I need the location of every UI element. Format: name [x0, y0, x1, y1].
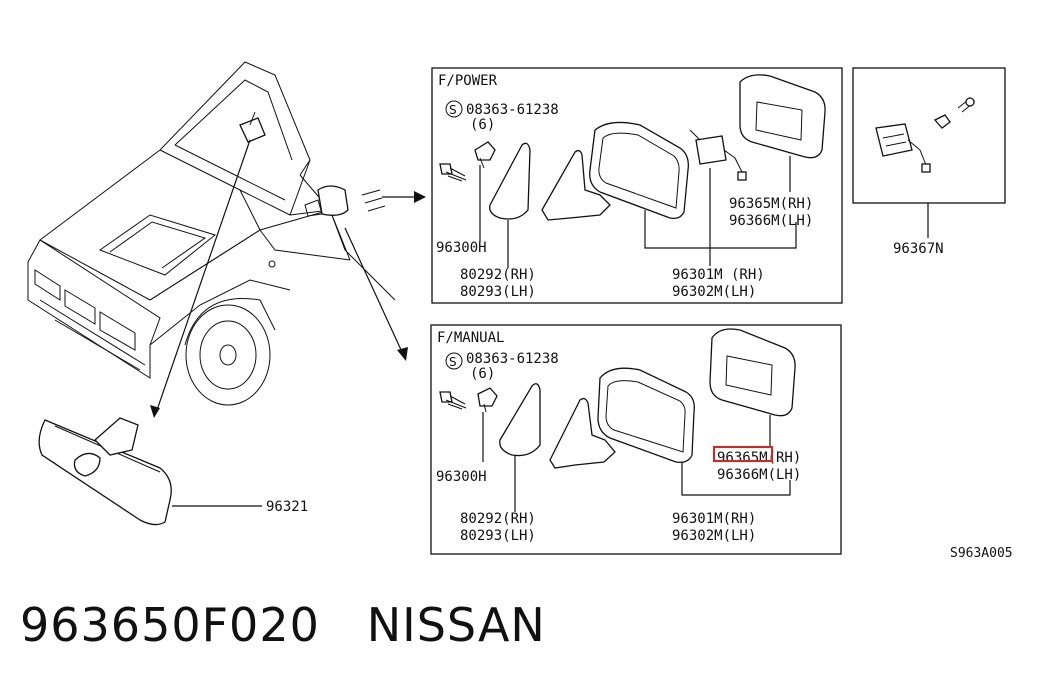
- power-cover-lh: 80293(LH): [460, 284, 536, 300]
- pointer-arrows: [150, 139, 426, 418]
- manual-mirror-panel: [430, 324, 842, 555]
- power-screw-quantity: (6): [470, 117, 495, 133]
- power-mirror-body-icon: [589, 121, 689, 220]
- power-actuator-icon: [695, 135, 727, 165]
- power-mirror-rh: 96301M (RH): [672, 267, 765, 283]
- brand-name: NISSAN: [366, 598, 546, 652]
- power-screw-icon: [439, 163, 467, 182]
- power-cover-icon: [489, 142, 531, 220]
- highlight-box: [713, 446, 773, 462]
- manual-cover-lh: 80293(LH): [460, 528, 536, 544]
- manual-cover-rh: 80292(RH): [460, 511, 536, 527]
- actuator-panel: [852, 67, 1006, 204]
- part-caption: 963650F020 NISSAN: [20, 598, 546, 652]
- part-number: 963650F020: [20, 598, 320, 652]
- manual-mirror-body-icon: [597, 367, 695, 463]
- actuator-part-number: 96367N: [893, 241, 944, 257]
- inner-mirror-illustration: [38, 417, 262, 526]
- svg-text:S: S: [449, 103, 457, 117]
- power-clip-part-number: 96300H: [436, 240, 487, 256]
- manual-screw-quantity: (6): [470, 366, 495, 382]
- manual-screw-icon: [439, 391, 467, 410]
- manual-panel-title: F/MANUAL: [437, 330, 504, 346]
- power-screw-part-number: 08363-61238: [466, 102, 559, 118]
- vehicle-illustration: [27, 61, 396, 406]
- power-glass-lh: 96366M(LH): [729, 213, 813, 229]
- svg-text:S: S: [449, 355, 457, 369]
- power-mirror-panel: [431, 67, 843, 304]
- manual-bracket-icon: [549, 397, 616, 469]
- power-glass-rh: 96365M(RH): [729, 196, 813, 212]
- manual-mirror-glass-icon: [709, 328, 796, 417]
- power-bracket-icon: [541, 149, 611, 221]
- power-screw-symbol: S: [445, 100, 463, 118]
- power-mirror-lh: 96302M(LH): [672, 284, 756, 300]
- actuator-assembly-icon: [875, 97, 975, 173]
- drawing-code: S963A005: [950, 546, 1013, 561]
- manual-screw-symbol: S: [445, 352, 463, 370]
- manual-glass-lh: 96366M(LH): [717, 467, 801, 483]
- inner-mirror-part-number: 96321: [266, 499, 308, 515]
- manual-mirror-rh: 96301M(RH): [672, 511, 756, 527]
- manual-clip-icon: [477, 387, 498, 413]
- manual-mirror-lh: 96302M(LH): [672, 528, 756, 544]
- power-clip-icon: [474, 141, 496, 169]
- power-cover-rh: 80292(RH): [460, 267, 536, 283]
- power-mirror-glass-icon: [739, 74, 826, 159]
- manual-glass-rh: 96365M(RH): [717, 450, 801, 466]
- power-panel-title: F/POWER: [438, 73, 498, 89]
- manual-clip-part-number: 96300H: [436, 469, 487, 485]
- manual-screw-part-number: 08363-61238: [466, 351, 559, 367]
- manual-cover-icon: [499, 383, 541, 457]
